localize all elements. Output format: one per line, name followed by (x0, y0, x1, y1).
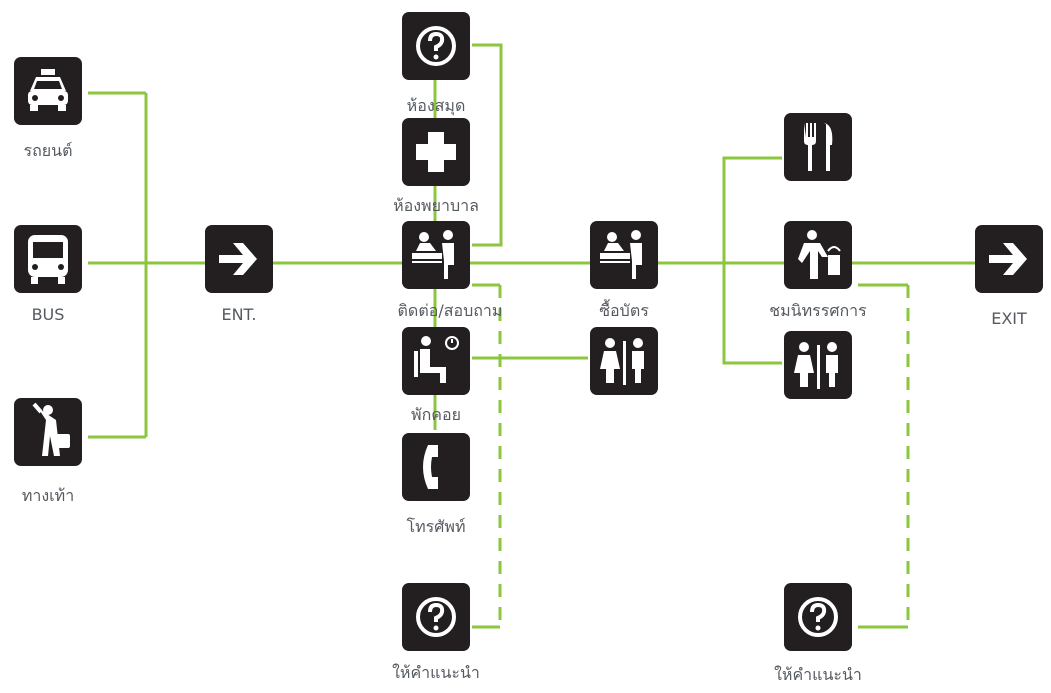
node-label: รถยนต์ (23, 141, 73, 160)
car-icon (14, 57, 82, 125)
node-label: ให้คำแนะนำ (392, 663, 480, 682)
node-label: ห้องพยาบาล (393, 196, 479, 215)
question-icon (402, 12, 470, 80)
connector-line (722, 156, 782, 365)
node-label: โทรศัพท์ (406, 517, 466, 536)
pedestrian-icon (14, 398, 82, 466)
node-label: ทางเท้า (21, 486, 75, 505)
bus-icon (14, 225, 82, 293)
node-label: ให้คำแนะนำ (774, 665, 862, 684)
waiting-room-icon (402, 327, 470, 395)
connector-line (472, 43, 503, 247)
arrow-right-icon (975, 225, 1043, 293)
question-icon (784, 583, 852, 651)
node-label: ชมนิทรรศการ (769, 301, 867, 320)
exhibition-icon (784, 221, 852, 289)
node-label: ซื้อบัตร (599, 301, 649, 320)
arrow-right-icon (205, 225, 273, 293)
telephone-icon (402, 433, 470, 501)
node-label: ติดต่อ/สอบถาม (397, 301, 503, 320)
question-icon (402, 583, 470, 651)
information-desk-icon (402, 221, 470, 289)
restaurant-icon (784, 113, 852, 181)
node-label: ห้องสมุด (406, 96, 466, 115)
node-label: EXIT (991, 309, 1027, 328)
ticket-counter-icon (590, 221, 658, 289)
node-label: ENT. (221, 305, 257, 324)
first-aid-icon (402, 118, 470, 186)
node-label: พักคอย (411, 405, 461, 424)
restroom-icon (784, 331, 852, 399)
node-label: BUS (31, 305, 65, 324)
restroom-icon (590, 327, 658, 395)
